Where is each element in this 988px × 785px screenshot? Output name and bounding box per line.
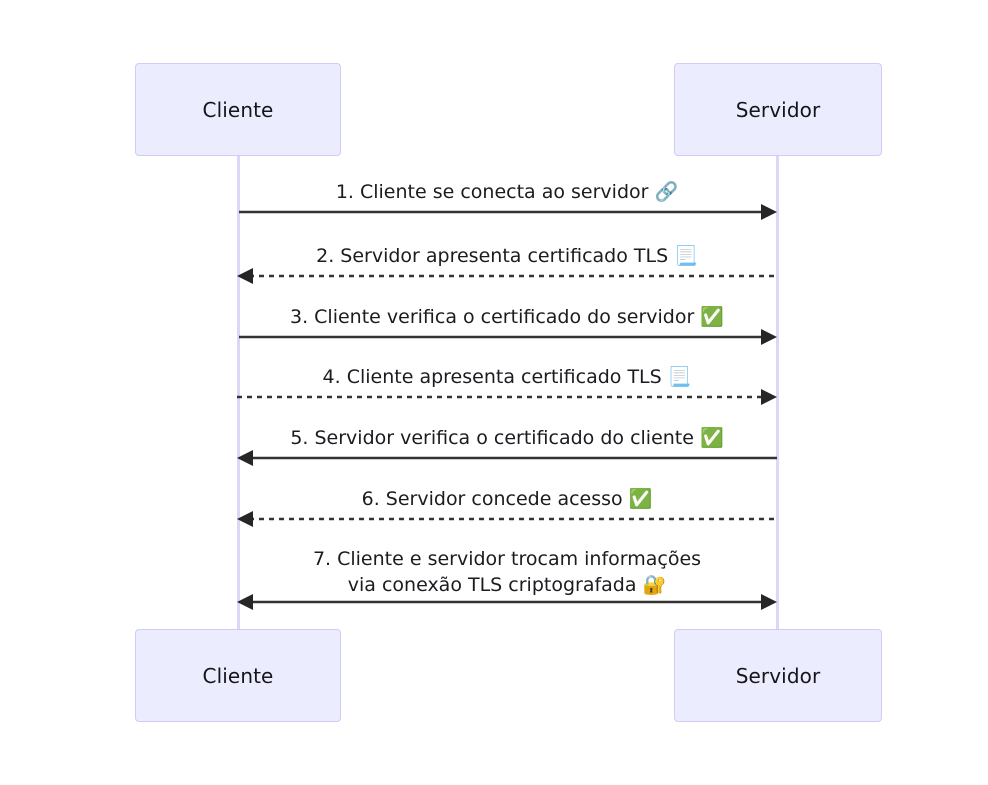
message-6-text: 6. Servidor concede acesso [361,488,623,510]
message-3-text: 3. Cliente verifica o certificado do ser… [289,306,695,328]
message-6-label: 6. Servidor concede acesso ✅ [237,487,777,512]
check-mark-icon: ✅ [700,306,724,328]
message-3[interactable]: 3. Cliente verifica o certificado do ser… [237,305,777,345]
message-4[interactable]: 4. Cliente apresenta certificado TLS 📃 [237,365,777,405]
message-2-arrow [237,268,777,284]
message-2[interactable]: 2. Servidor apresenta certificado TLS 📃 [237,244,777,284]
message-1[interactable]: 1. Cliente se conecta ao servidor 🔗 [237,180,777,220]
locked-with-key-icon: 🔐 [642,574,667,596]
message-6[interactable]: 6. Servidor concede acesso ✅ [237,487,777,527]
message-7[interactable]: 7. Cliente e servidor trocam informações… [237,546,777,610]
link-icon: 🔗 [654,181,679,203]
message-5-label: 5. Servidor verifica o certificado do cl… [237,426,777,451]
message-6-arrow [237,511,777,527]
message-1-arrow [239,204,777,220]
participant-cliente-footer[interactable]: Cliente [135,629,341,722]
message-5[interactable]: 5. Servidor verifica o certificado do cl… [237,426,777,466]
participant-label: Servidor [735,97,821,122]
message-3-arrow [239,329,777,345]
message-1-text: 1. Cliente se conecta ao servidor [335,181,649,203]
message-1-label: 1. Cliente se conecta ao servidor 🔗 [237,180,777,205]
participant-label: Cliente [202,663,274,688]
check-mark-icon: ✅ [628,488,653,510]
message-4-arrow [237,389,777,405]
lifeline-servidor [776,155,779,642]
participant-servidor-footer[interactable]: Servidor [674,629,882,722]
message-2-label: 2. Servidor apresenta certificado TLS 📃 [237,244,777,269]
participant-cliente-header[interactable]: Cliente [135,63,341,156]
message-7-arrow [237,594,777,610]
participant-label: Cliente [202,97,274,122]
message-7-text-line2: via conexão TLS criptografada [347,574,637,596]
message-4-text: 4. Cliente apresenta certificado TLS [322,366,662,388]
participant-label: Servidor [735,663,821,688]
certificate-icon: 📃 [674,245,698,267]
participant-servidor-header[interactable]: Servidor [674,63,882,156]
message-5-text: 5. Servidor verifica o certificado do cl… [290,427,694,449]
message-2-text: 2. Servidor apresenta certificado TLS [316,245,669,267]
message-4-label: 4. Cliente apresenta certificado TLS 📃 [237,365,777,390]
message-5-arrow [237,450,777,466]
lifeline-cliente [237,155,240,642]
check-mark-icon: ✅ [700,427,724,449]
certificate-icon: 📃 [667,366,692,388]
message-7-text-line1: 7. Cliente e servidor trocam informações [312,548,702,570]
message-3-label: 3. Cliente verifica o certificado do ser… [237,305,777,330]
message-7-label: 7. Cliente e servidor trocam informações… [237,546,777,598]
